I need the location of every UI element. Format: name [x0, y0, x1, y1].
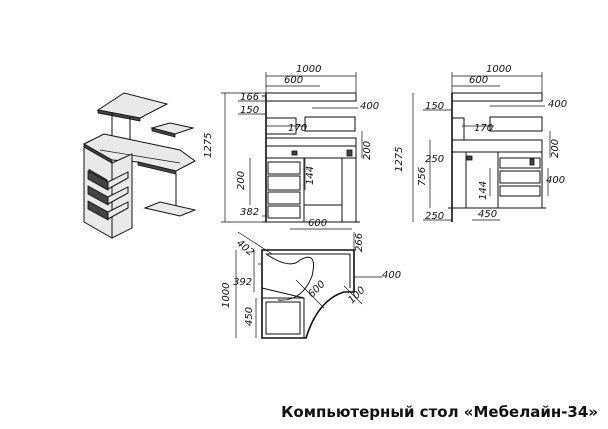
plan-dim-1000: 1000 [221, 283, 232, 308]
side-dim-200: 200 [550, 139, 561, 158]
side-dim-400: 400 [548, 99, 567, 110]
side-dim-756: 756 [417, 167, 428, 186]
side-dim-400-drawer: 400 [546, 175, 565, 186]
side-view: 1000 600 150 400 1275 170 200 756 250 14… [394, 64, 567, 222]
side-dim-170: 170 [474, 123, 493, 134]
side-dim-150: 150 [425, 101, 444, 112]
plan-view: 402 266 392 400 1000 600 100 450 [221, 231, 401, 339]
side-dim-250-base: 250 [425, 211, 444, 222]
front-dim-200-drawer: 200 [236, 171, 247, 190]
side-dim-1000: 1000 [486, 64, 511, 75]
front-dim-1000: 1000 [296, 64, 321, 75]
side-dim-144: 144 [478, 181, 489, 200]
plan-dim-450: 450 [244, 307, 255, 326]
front-dim-1275: 1275 [203, 133, 214, 158]
isometric-sketch [82, 92, 197, 239]
front-dim-600-bottom: 600 [308, 218, 327, 229]
side-dim-250-mid: 250 [425, 154, 444, 165]
front-dim-400: 400 [360, 101, 379, 112]
plan-dim-100: 100 [346, 285, 367, 306]
front-dim-166: 166 [240, 92, 259, 103]
front-dim-144: 144 [305, 166, 316, 185]
front-dim-382: 382 [240, 207, 259, 218]
plan-dim-392: 392 [233, 277, 252, 288]
side-dim-1275: 1275 [394, 147, 405, 172]
side-dim-450: 450 [478, 209, 497, 220]
front-view: 1000 600 166 150 400 1275 170 200 200 14… [203, 64, 379, 230]
front-dim-150: 150 [240, 105, 259, 116]
front-dim-170: 170 [288, 123, 307, 134]
front-dim-200-right: 200 [362, 141, 373, 160]
caption: Компьютерный стол «Мебелайн-34» [281, 403, 598, 421]
front-dim-600: 600 [284, 75, 303, 86]
plan-dim-266: 266 [354, 233, 365, 252]
plan-dim-400: 400 [382, 270, 401, 281]
side-dim-600: 600 [469, 75, 488, 86]
